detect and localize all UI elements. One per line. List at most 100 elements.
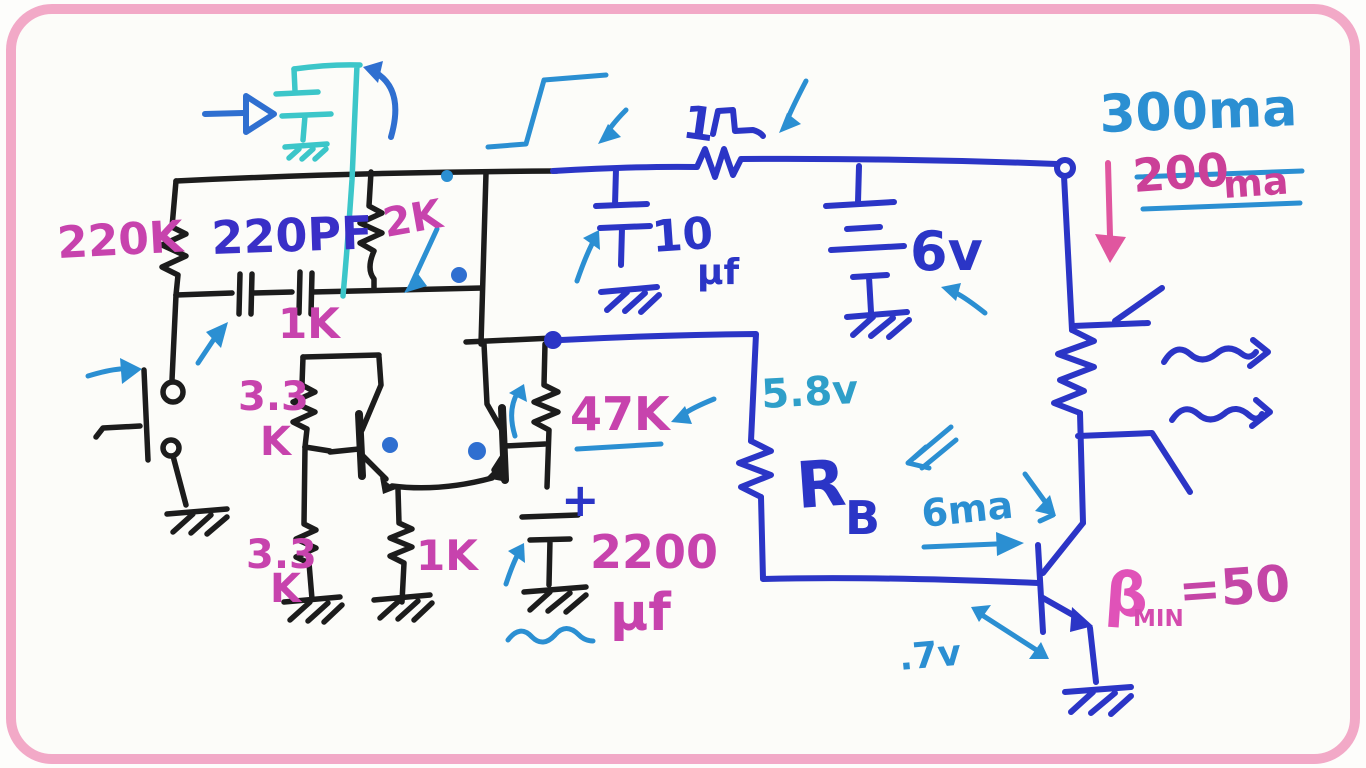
pulse-pointer-arrowhead [779, 113, 801, 133]
label-2k: 2K [380, 191, 448, 247]
r47k-underline [574, 441, 664, 452]
speaker-horn-top [1070, 285, 1165, 329]
c2200-pointer-arrow [503, 553, 520, 587]
ground-switch [164, 506, 230, 537]
emitter-rail-wire [389, 475, 495, 491]
rb-bottom-wire [758, 494, 1041, 586]
resistor-rb [736, 438, 774, 500]
label-1k-lower: 1K [416, 531, 479, 580]
lightblue-annotations [85, 61, 1305, 659]
resistor-1k [387, 486, 415, 605]
text-labels: 220K 220PF 2K 1K 3.3 K 3.3 K 1K 47K 2200… [56, 78, 1298, 679]
rb-top-wire [558, 331, 759, 444]
node-dot [451, 267, 467, 283]
cyan-ink-capacitor [273, 62, 363, 299]
r47k-pointer-arrow [681, 396, 717, 417]
q1-base-wire [327, 446, 362, 455]
q2-emitter-wire [491, 453, 506, 473]
cyan-capacitor [273, 66, 334, 143]
vbe-arrowhead-a [971, 605, 991, 622]
label-5v8: 5.8v [760, 367, 859, 418]
probe-pointer-line [202, 110, 246, 117]
capacitor-b [296, 269, 315, 317]
ground-squiggle [505, 626, 596, 645]
label-200-unit: ma [1222, 159, 1290, 207]
cyan-cap-curved-arrowhead [363, 61, 383, 83]
caps-pointer-arrowhead [206, 322, 228, 348]
label-220k: 220K [56, 211, 186, 269]
cyan-cap-curved-arrow [375, 71, 399, 140]
sound-wave-squiggle-top [1161, 345, 1259, 365]
switch-contact-bottom [160, 437, 182, 459]
current-down-arrow [1105, 160, 1113, 239]
q2-collector-wire [481, 341, 506, 435]
pulse-pointer-arrow [785, 78, 809, 121]
vbe-arrowhead-b [1029, 642, 1049, 659]
ground-10uf [598, 284, 662, 315]
ground-q3 [1062, 684, 1134, 717]
label-2200-unit: μf [610, 583, 672, 643]
q3-emitter-arrowhead [1070, 607, 1093, 632]
battery-6v [823, 163, 907, 315]
label-33k-upper-value: 3.3 [238, 374, 309, 420]
battery-pointer-arrow [953, 290, 988, 316]
base-current-arrow [921, 541, 999, 550]
ground-2200uf [521, 584, 589, 615]
resistor-33k-lower [293, 444, 319, 602]
node-dot [468, 442, 486, 460]
transistor-q1-bar [355, 410, 366, 480]
base-branch-wire [302, 444, 333, 454]
label-beta-subscript: MIN [1133, 606, 1184, 632]
pink-rounded-border [6, 4, 1360, 764]
node-dot [441, 170, 453, 182]
vbe-double-arrow [979, 612, 1041, 654]
label-10uf-value: 10 [650, 208, 715, 263]
step-waveform-icon [485, 72, 609, 150]
switch-pointer-arrowhead [120, 358, 142, 384]
i6ma-down-arrow [1022, 471, 1049, 506]
cyan-wire [291, 62, 363, 299]
switch-to-ground-wire [170, 453, 189, 508]
switch-pointer-arrow [85, 366, 123, 379]
speaker-to-collector-wire [1077, 410, 1086, 526]
blue-supply-rail [550, 146, 1060, 180]
resistor-2k [357, 169, 385, 291]
q2-pointer-arrowhead [509, 384, 527, 402]
pink-annotations [1095, 160, 1126, 263]
node-dots [382, 170, 486, 460]
label-beta-symbol: β [1103, 559, 1151, 632]
wire-355 [300, 352, 382, 360]
q1-collector-wire [359, 354, 384, 433]
label-rb-r: R [794, 447, 848, 524]
switch-lever [93, 367, 151, 463]
label-2200-value: 2200 [590, 525, 718, 579]
i6ma-down-arrowhead [1035, 495, 1056, 516]
label-vbe: .7v [897, 633, 963, 679]
label-33k-lower-value: 3.3 [246, 532, 317, 578]
label-cap-plus: + [561, 473, 600, 527]
label-beta-equals: =50 [1177, 554, 1292, 620]
r2k-pointer-arrowhead [404, 271, 427, 293]
sound-wave-squiggle-bottom [1169, 406, 1265, 423]
label-1ohm: 1 [679, 94, 718, 152]
label-220pf: 220PF [210, 205, 373, 265]
center-vertical-wire [478, 170, 489, 347]
pulse-1ohm-glyph [710, 107, 766, 139]
label-200-value: 200 [1131, 142, 1231, 203]
q1-emitter-arrowhead [380, 477, 396, 494]
speaker-resistor-element [1051, 327, 1097, 416]
q3-collector-wire [1040, 520, 1086, 576]
ground-33k [281, 594, 345, 625]
top-rail-wire [173, 168, 560, 184]
left-rail-wire [169, 178, 179, 230]
r47k-pointer-arrowhead [671, 406, 692, 424]
step-pointer-arrowhead [598, 124, 621, 144]
resistor-47k [531, 341, 561, 490]
current-down-arrowhead [1095, 234, 1126, 263]
battery-pointer-arrowhead [941, 283, 961, 301]
i6ma-hook [1037, 512, 1056, 524]
resistor-220k [159, 224, 189, 298]
ground-1k [371, 592, 435, 623]
